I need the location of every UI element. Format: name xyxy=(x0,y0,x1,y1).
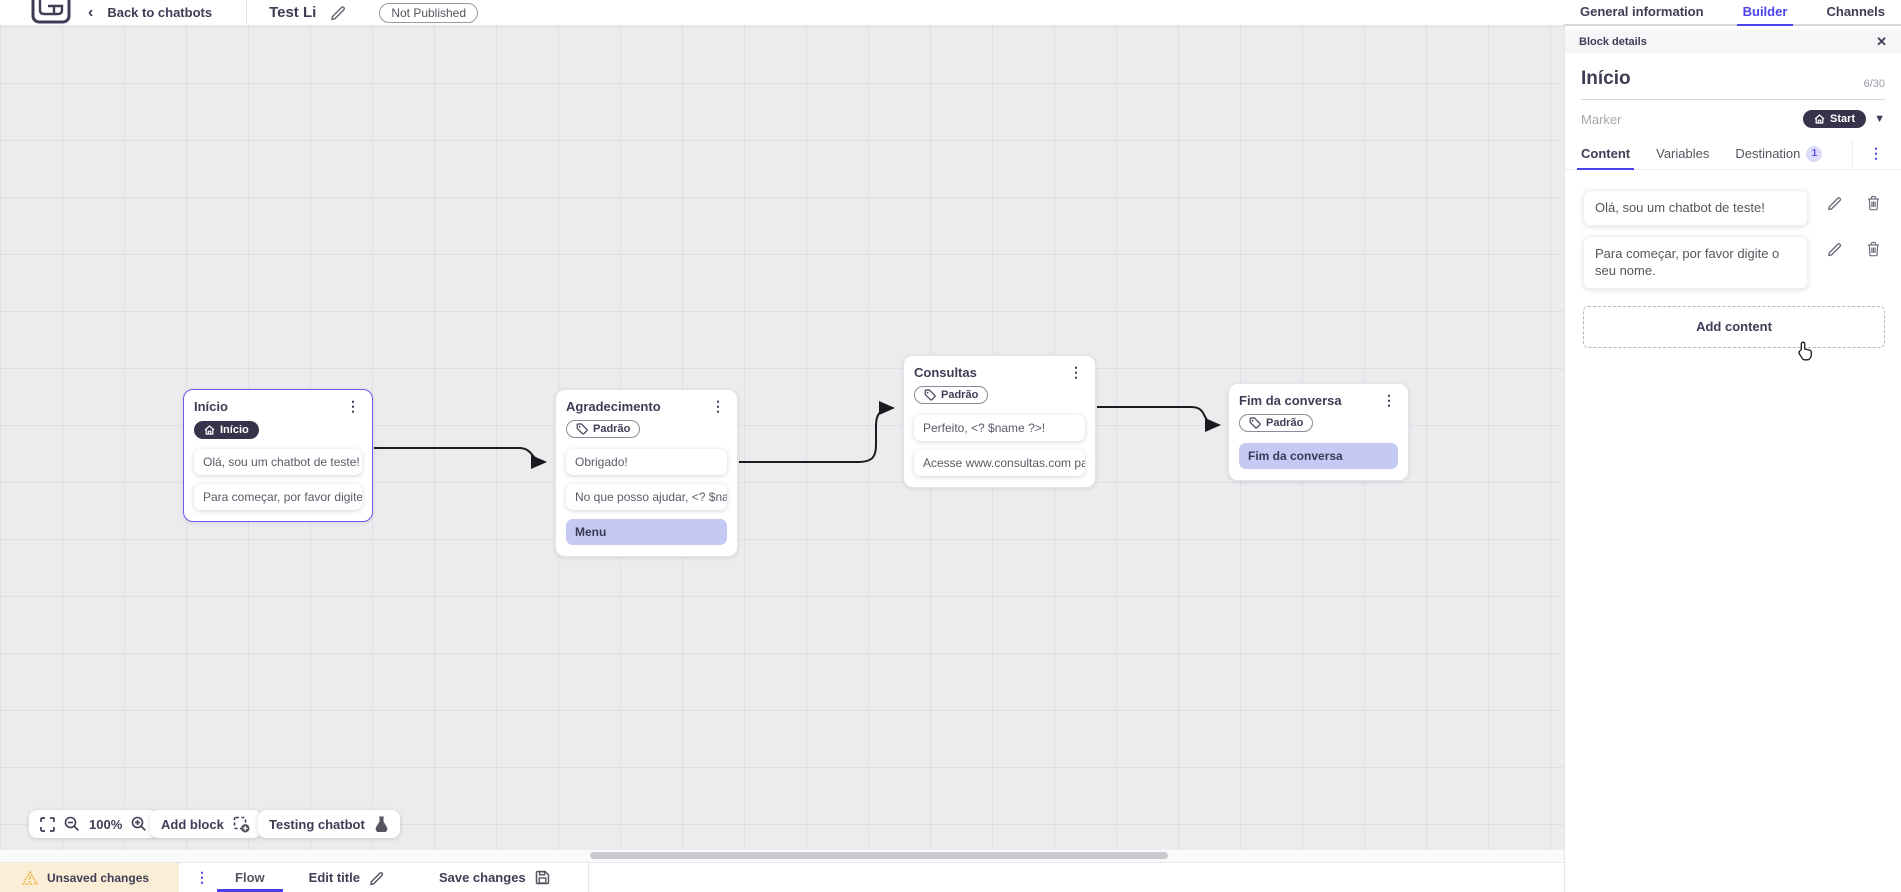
node-item[interactable]: Menu xyxy=(566,519,727,545)
edit-title-pencil-icon[interactable] xyxy=(330,4,347,21)
node-kebab-icon[interactable]: ⋮ xyxy=(1069,364,1083,380)
node-item[interactable]: No que posso ajudar, <? $name ... xyxy=(566,484,727,510)
add-block-button[interactable]: Add block xyxy=(150,810,261,838)
home-icon xyxy=(204,425,215,435)
add-block-label: Add block xyxy=(161,816,224,832)
pencil-icon xyxy=(369,871,384,885)
zoom-toolbar: 100% xyxy=(29,810,159,838)
scrollbar-thumb[interactable] xyxy=(590,852,1168,859)
builder-nav-tabs: General information Builder Channels xyxy=(1564,0,1901,26)
content-text-card[interactable]: Olá, sou um chatbot de teste! xyxy=(1583,190,1808,226)
edit-title-button[interactable]: Edit title xyxy=(289,863,405,892)
block-details-panel: Block details ✕ Início 6/30 Marker Start… xyxy=(1564,26,1901,892)
panel-tab-variables[interactable]: Variables xyxy=(1656,146,1710,161)
nav-tab-channels[interactable]: Channels xyxy=(1826,4,1885,19)
divider xyxy=(587,863,589,892)
tag-icon xyxy=(576,423,588,435)
panel-tab-content[interactable]: Content xyxy=(1576,146,1635,170)
panel-title: Block details xyxy=(1579,36,1647,48)
app-logo-icon xyxy=(31,0,71,24)
marker-label: Marker xyxy=(1581,111,1622,127)
node-kebab-icon[interactable]: ⋮ xyxy=(711,398,725,414)
nav-tab-builder[interactable]: Builder xyxy=(1736,4,1794,26)
node-item[interactable]: Acesse www.consultas.com par... xyxy=(914,450,1085,476)
fit-screen-icon[interactable] xyxy=(40,816,55,832)
chevron-down-icon[interactable]: ▼ xyxy=(1874,113,1885,125)
edit-content-icon[interactable] xyxy=(1827,195,1843,211)
start-marker-badge: Start xyxy=(1803,110,1867,128)
kebab-menu-icon[interactable]: ⋮ xyxy=(195,869,210,885)
unsaved-changes-status: Unsaved changes xyxy=(0,863,180,892)
block-name-input[interactable]: Início 6/30 xyxy=(1581,68,1885,100)
save-changes-button[interactable]: Save changes xyxy=(419,863,570,892)
bottom-bar: Unsaved changes ⋮ Flow Edit title Save c… xyxy=(0,862,1564,892)
testing-chatbot-button[interactable]: Testing chatbot xyxy=(258,810,400,838)
node-item[interactable]: Perfeito, <? $name ?>! xyxy=(914,415,1085,441)
delete-content-icon[interactable] xyxy=(1866,195,1881,211)
content-list: Olá, sou um chatbot de teste! Para começ… xyxy=(1565,170,1901,289)
block-name-value[interactable]: Início xyxy=(1581,68,1631,89)
flask-icon xyxy=(375,816,388,832)
inicio-badge: Início xyxy=(194,421,259,439)
padrao-tag: Padrão xyxy=(914,386,989,404)
chatbot-title[interactable]: Test Li xyxy=(269,4,317,21)
padrao-tag: Padrão xyxy=(566,420,641,438)
nav-tab-general-information[interactable]: General information xyxy=(1580,4,1704,19)
content-text-card[interactable]: Para começar, por favor digite o seu nom… xyxy=(1583,235,1808,289)
content-row: Para começar, por favor digite o seu nom… xyxy=(1583,235,1901,289)
char-counter: 6/30 xyxy=(1863,78,1885,90)
node-title: Início xyxy=(194,399,228,414)
node-kebab-icon[interactable]: ⋮ xyxy=(346,398,360,414)
add-block-icon xyxy=(233,816,250,832)
divider xyxy=(246,0,248,25)
home-icon xyxy=(1814,114,1825,124)
node-item[interactable]: Para começar, por favor digite o ... xyxy=(194,484,362,510)
destination-count-badge: 1 xyxy=(1806,145,1823,162)
node-title: Agradecimento xyxy=(566,399,661,414)
canvas-horizontal-scrollbar[interactable] xyxy=(0,850,1564,862)
node-title: Consultas xyxy=(914,365,977,380)
content-row: Olá, sou um chatbot de teste! xyxy=(1583,190,1901,226)
node-kebab-icon[interactable]: ⋮ xyxy=(1382,392,1396,408)
warning-icon xyxy=(22,870,38,885)
back-to-chatbots-link[interactable]: Back to chatbots xyxy=(107,5,213,20)
edit-content-icon[interactable] xyxy=(1827,241,1843,257)
tag-icon xyxy=(1249,417,1261,429)
tag-icon xyxy=(924,389,936,401)
node-title: Fim da conversa xyxy=(1239,393,1342,408)
delete-content-icon[interactable] xyxy=(1866,241,1881,257)
node-item[interactable]: Fim da conversa xyxy=(1239,443,1398,469)
status-badge: Not Published xyxy=(379,2,479,23)
marker-select[interactable]: Start ▼ xyxy=(1803,110,1885,128)
mouse-cursor xyxy=(1798,341,1812,361)
tab-flow[interactable]: Flow xyxy=(211,863,289,892)
node-item[interactable]: Olá, sou um chatbot de teste! xyxy=(194,449,362,475)
top-bar: ‹ Back to chatbots Test Li Not Published xyxy=(0,0,1564,26)
zoom-out-icon[interactable] xyxy=(64,816,80,832)
zoom-level: 100% xyxy=(89,816,123,832)
panel-kebab-icon[interactable]: ⋮ xyxy=(1852,139,1885,168)
save-icon xyxy=(535,870,549,885)
close-icon[interactable]: ✕ xyxy=(1876,34,1887,49)
zoom-in-icon[interactable] xyxy=(131,816,147,832)
node-item[interactable]: Obrigado! xyxy=(566,449,727,475)
add-content-button[interactable]: Add content xyxy=(1583,305,1885,348)
back-chevron-icon[interactable]: ‹ xyxy=(88,3,94,21)
padrao-tag: Padrão xyxy=(1239,414,1314,432)
testing-chatbot-label: Testing chatbot xyxy=(269,816,365,832)
